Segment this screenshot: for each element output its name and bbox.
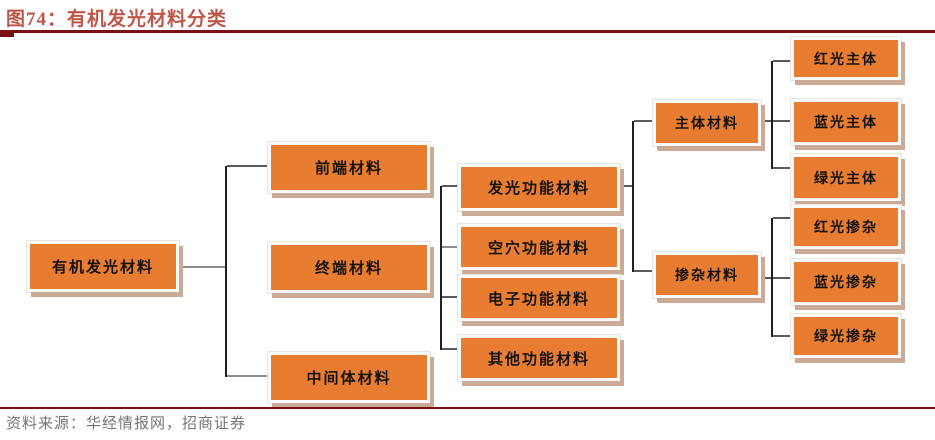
connector-to-blue-dopant xyxy=(773,277,791,279)
node-host-materials: 主体材料 xyxy=(653,100,761,146)
node-label: 蓝光掺杂 xyxy=(814,276,878,291)
node-intermediate-materials: 中间体材料 xyxy=(268,352,430,403)
node-red-dopant: 红光掺杂 xyxy=(791,205,901,249)
node-green-dopant: 绿光掺杂 xyxy=(791,314,901,358)
connector-to-dopant xyxy=(634,270,653,272)
node-label: 红光主体 xyxy=(814,52,878,68)
figure-title: 图74：有机发光材料分类 xyxy=(6,9,228,30)
node-label: 主体材料 xyxy=(675,117,739,132)
connector-trunk-level4 xyxy=(632,121,634,272)
node-label: 绿光主体 xyxy=(814,171,878,187)
node-label: 空穴功能材料 xyxy=(487,240,590,257)
node-label: 前端材料 xyxy=(314,161,383,177)
node-green-host: 绿光主体 xyxy=(791,154,901,201)
connector-to-front-end xyxy=(227,165,268,167)
connector-to-intermediate xyxy=(227,375,268,377)
node-label: 电子功能材料 xyxy=(487,291,590,308)
node-label: 发光功能材料 xyxy=(487,181,590,197)
title-underline-left-dash xyxy=(0,33,14,37)
connector-to-green-dopant xyxy=(773,335,791,337)
connector-to-green-host xyxy=(773,167,791,169)
connector-to-red-dopant xyxy=(773,217,791,219)
node-blue-dopant: 蓝光掺杂 xyxy=(791,259,901,305)
connector-to-emitting xyxy=(442,185,458,187)
connector-trunk-level3 xyxy=(440,186,442,350)
node-label: 有机发光材料 xyxy=(51,260,154,276)
connector-dopant-trunk xyxy=(761,277,771,279)
connector-to-red-host xyxy=(773,60,791,62)
node-dopant-materials: 掺杂材料 xyxy=(653,252,761,298)
footer-rule xyxy=(0,407,935,409)
node-red-host: 红光主体 xyxy=(791,37,901,80)
node-label: 中间体材料 xyxy=(306,371,392,387)
node-hole-functional-materials: 空穴功能材料 xyxy=(458,224,620,270)
connector-to-host xyxy=(634,120,653,122)
connector-host-trunk xyxy=(761,120,771,122)
connector-trunk-dopant-children xyxy=(771,218,773,337)
node-front-end-materials: 前端材料 xyxy=(268,142,430,193)
connector-trunk-host-children xyxy=(771,61,773,169)
node-label: 红光掺杂 xyxy=(814,221,878,236)
node-label: 终端材料 xyxy=(314,261,383,277)
connector-to-hole xyxy=(442,246,458,248)
connector-to-blue-host xyxy=(773,120,791,122)
node-emitting-functional-materials: 发光功能材料 xyxy=(458,164,620,211)
connector-to-electron xyxy=(442,296,458,298)
connector-to-other xyxy=(442,348,458,350)
node-label: 绿光掺杂 xyxy=(814,330,878,345)
connector-emitting-trunk xyxy=(620,185,632,187)
node-label: 其他功能材料 xyxy=(487,351,590,368)
node-other-functional-materials: 其他功能材料 xyxy=(458,335,620,381)
connector-trunk-level2 xyxy=(225,166,227,377)
node-electron-functional-materials: 电子功能材料 xyxy=(458,275,620,321)
node-label: 蓝光主体 xyxy=(814,116,878,131)
node-root: 有机发光材料 xyxy=(27,241,179,292)
node-terminal-materials: 终端材料 xyxy=(268,242,430,293)
source-note: 资料来源：华经情报网，招商证券 xyxy=(6,416,247,432)
title-underline xyxy=(0,30,935,33)
node-blue-host: 蓝光主体 xyxy=(791,99,901,145)
node-label: 掺杂材料 xyxy=(675,269,739,284)
connector-root-trunk xyxy=(179,266,225,268)
